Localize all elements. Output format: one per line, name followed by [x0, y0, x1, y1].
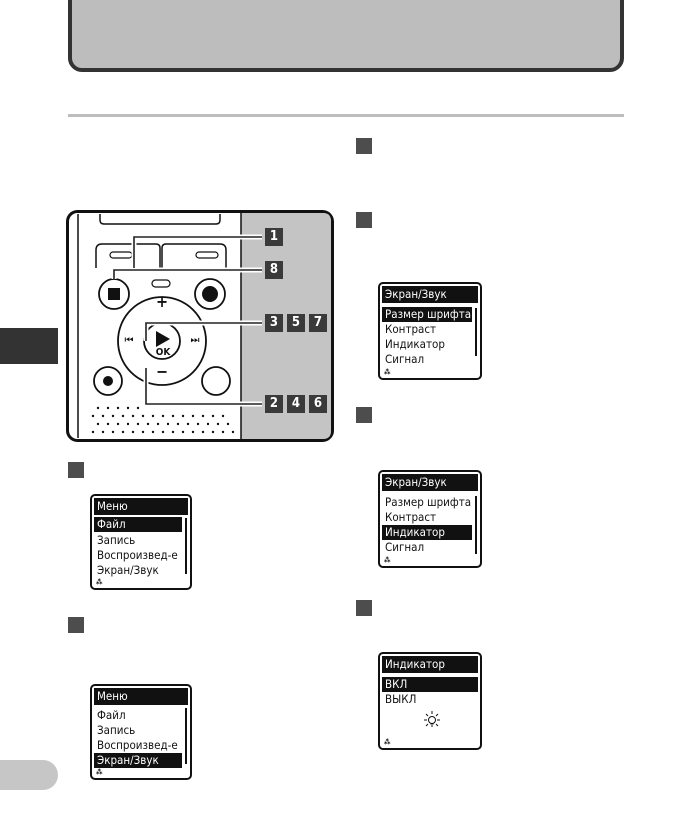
lcd-screen-menu-file: Меню Файл Запись Воспроизвед-е Экран/Зву… [90, 494, 192, 590]
lcd-screen-menu-display: Меню Файл Запись Воспроизвед-е Экран/Зву… [90, 684, 192, 780]
screen-title: Меню [94, 498, 188, 515]
menu-item: Сигнал [385, 352, 425, 366]
scrollbar [475, 496, 477, 554]
minus-icon: − [155, 362, 169, 381]
menu-item: Запись [97, 723, 136, 737]
battery-icon: ⁂ [384, 368, 391, 376]
scrollbar [475, 308, 477, 356]
next-track-icon: ⏭ [190, 335, 200, 346]
callout-2: 2 [265, 395, 283, 413]
menu-item: Контраст [385, 322, 437, 336]
option-item-selected: ВКЛ [382, 677, 478, 692]
callout-8: 8 [265, 261, 283, 279]
step-marker [356, 600, 372, 616]
screen-title: Индикатор [382, 656, 478, 673]
menu-item-selected: Файл [94, 517, 182, 532]
light-on-icon [424, 711, 440, 727]
page-number-tab [0, 760, 58, 790]
callout-5: 5 [287, 314, 305, 332]
screen-title: Экран/Звук [382, 474, 478, 491]
section-divider [68, 114, 624, 117]
menu-item: Индикатор [385, 337, 445, 351]
menu-item-selected: Экран/Звук [94, 753, 182, 768]
menu-item: Размер шрифта [385, 495, 472, 509]
menu-item-selected: Размер шрифта [382, 307, 472, 322]
lcd-screen-indicator-on: Индикатор ВКЛ ВЫКЛ ⁂ [378, 652, 482, 750]
battery-icon: ⁂ [96, 768, 103, 776]
screen-title: Меню [94, 688, 188, 705]
plus-icon: + [155, 292, 169, 311]
battery-icon: ⁂ [384, 556, 391, 564]
option-item: ВЫКЛ [385, 692, 417, 706]
battery-icon: ⁂ [96, 578, 103, 586]
chapter-header-box [68, 0, 624, 72]
menu-item: Воспроизвед-е [97, 548, 178, 562]
menu-item-selected: Индикатор [382, 525, 472, 540]
scrollbar [185, 518, 187, 574]
menu-item: Воспроизвед-е [97, 738, 178, 752]
battery-icon: ⁂ [384, 738, 391, 746]
step-marker [68, 462, 84, 478]
ok-label: OK [155, 347, 171, 358]
lcd-screen-display-indicator: Экран/Звук Размер шрифта Контраст Индика… [378, 470, 482, 568]
callout-4: 4 [287, 395, 305, 413]
scrollbar [185, 708, 187, 764]
callout-1: 1 [265, 228, 283, 246]
step-marker [356, 407, 372, 423]
menu-item: Запись [97, 533, 136, 547]
menu-item: Экран/Звук [97, 563, 159, 577]
screen-title: Экран/Звук [382, 286, 478, 303]
chapter-side-tab [0, 328, 58, 364]
menu-item: Сигнал [385, 540, 425, 554]
callout-6: 6 [309, 395, 327, 413]
step-marker [356, 212, 372, 228]
callout-3: 3 [265, 314, 283, 332]
step-marker [68, 617, 84, 633]
step-marker [356, 138, 372, 154]
menu-item: Файл [97, 708, 126, 722]
previous-track-icon: ⏮ [124, 335, 134, 346]
menu-item: Контраст [385, 510, 437, 524]
callout-7: 7 [309, 314, 327, 332]
lcd-screen-display-font: Экран/Звук Размер шрифта Контраст Индика… [378, 282, 482, 380]
